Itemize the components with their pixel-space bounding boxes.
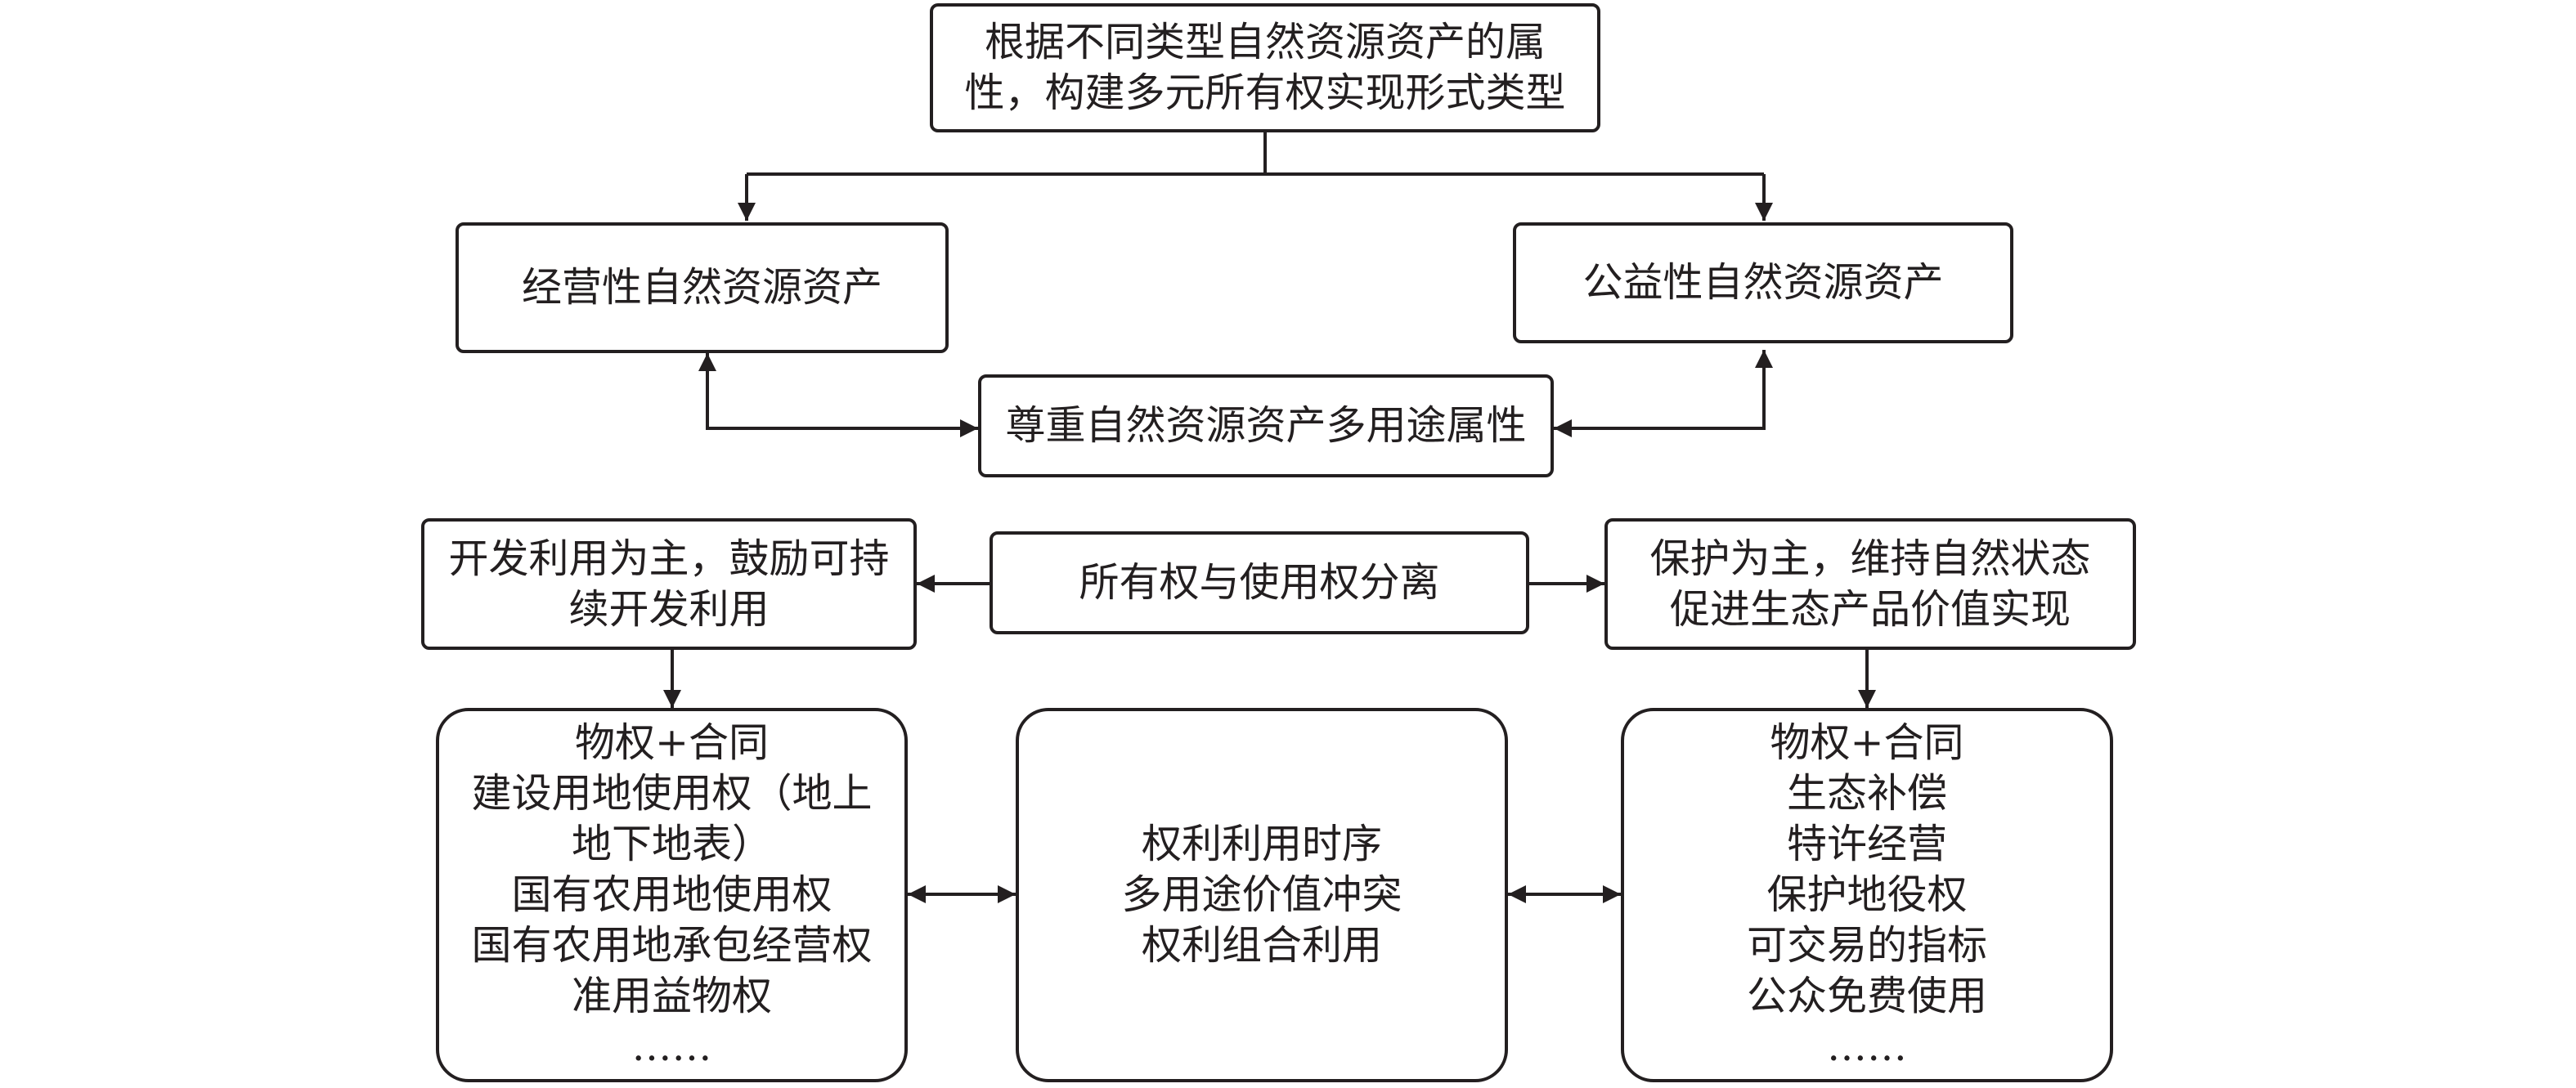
- left-forms-box: 物权+合同 建设用地使用权（地上 地下地表） 国有农用地使用权 国有农用地承包经…: [436, 708, 908, 1082]
- left-forms-line-5: 国有农用地承包经营权: [471, 922, 873, 969]
- right-forms-line-5: 可交易的指标: [1746, 922, 1987, 969]
- right-forms-line-4: 保护地役权: [1766, 871, 1968, 918]
- right-principle-box: 保护为主，维持自然状态 促进生态产品价值实现: [1604, 518, 2136, 650]
- left-principle-line-2: 续开发利用: [568, 585, 770, 633]
- right-forms-line-2: 生态补偿: [1786, 770, 1947, 817]
- left-principle-box: 开发利用为主，鼓励可持 续开发利用: [421, 518, 917, 650]
- separation-box: 所有权与使用权分离: [990, 531, 1529, 634]
- left-forms-line-7: ……: [631, 1023, 712, 1070]
- left-principle-line-1: 开发利用为主，鼓励可持: [448, 535, 890, 582]
- arrow-multiuse-public: [1554, 350, 1773, 437]
- left-forms-line-2: 建设用地使用权（地上: [471, 770, 873, 817]
- multi-use-label: 尊重自然资源资产多用途属性: [1005, 402, 1527, 449]
- right-principle-line-2: 促进生态产品价值实现: [1669, 585, 2071, 633]
- right-forms-line-6: 公众免费使用: [1746, 973, 1987, 1019]
- middle-forms-line-2: 多用途价值冲突: [1121, 871, 1402, 918]
- right-forms-line-3: 特许经营: [1786, 821, 1947, 867]
- public-welfare-assets-label: 公益性自然资源资产: [1582, 259, 1944, 306]
- public-welfare-assets-box: 公益性自然资源资产: [1513, 222, 2013, 343]
- left-forms-line-6: 准用益物权: [571, 973, 772, 1019]
- left-forms-line-4: 国有农用地使用权: [511, 871, 832, 918]
- middle-forms-line-3: 权利组合利用: [1141, 922, 1382, 969]
- right-forms-box: 物权+合同 生态补偿 特许经营 保护地役权 可交易的指标 公众免费使用 ……: [1621, 708, 2113, 1082]
- right-principle-line-1: 保护为主，维持自然状态: [1649, 535, 2091, 582]
- operating-assets-label: 经营性自然资源资产: [521, 264, 882, 311]
- top-box: 根据不同类型自然资源资产的属 性，构建多元所有权实现形式类型: [930, 3, 1600, 132]
- top-box-line-1: 根据不同类型自然资源资产的属: [984, 19, 1546, 65]
- right-forms-line-1: 物权+合同: [1770, 719, 1964, 766]
- arrow-multiuse-operating: [698, 353, 978, 437]
- top-box-line-2: 性，构建多元所有权实现形式类型: [964, 69, 1566, 116]
- left-forms-line-1: 物权+合同: [574, 719, 770, 766]
- right-forms-line-7: ……: [1826, 1023, 1907, 1070]
- separation-label: 所有权与使用权分离: [1079, 559, 1440, 606]
- operating-assets-box: 经营性自然资源资产: [456, 222, 949, 353]
- middle-forms-line-1: 权利利用时序: [1141, 821, 1382, 867]
- multi-use-box: 尊重自然资源资产多用途属性: [978, 374, 1554, 477]
- left-forms-line-3: 地下地表）: [571, 821, 772, 867]
- middle-forms-box: 权利利用时序 多用途价值冲突 权利组合利用: [1016, 708, 1508, 1082]
